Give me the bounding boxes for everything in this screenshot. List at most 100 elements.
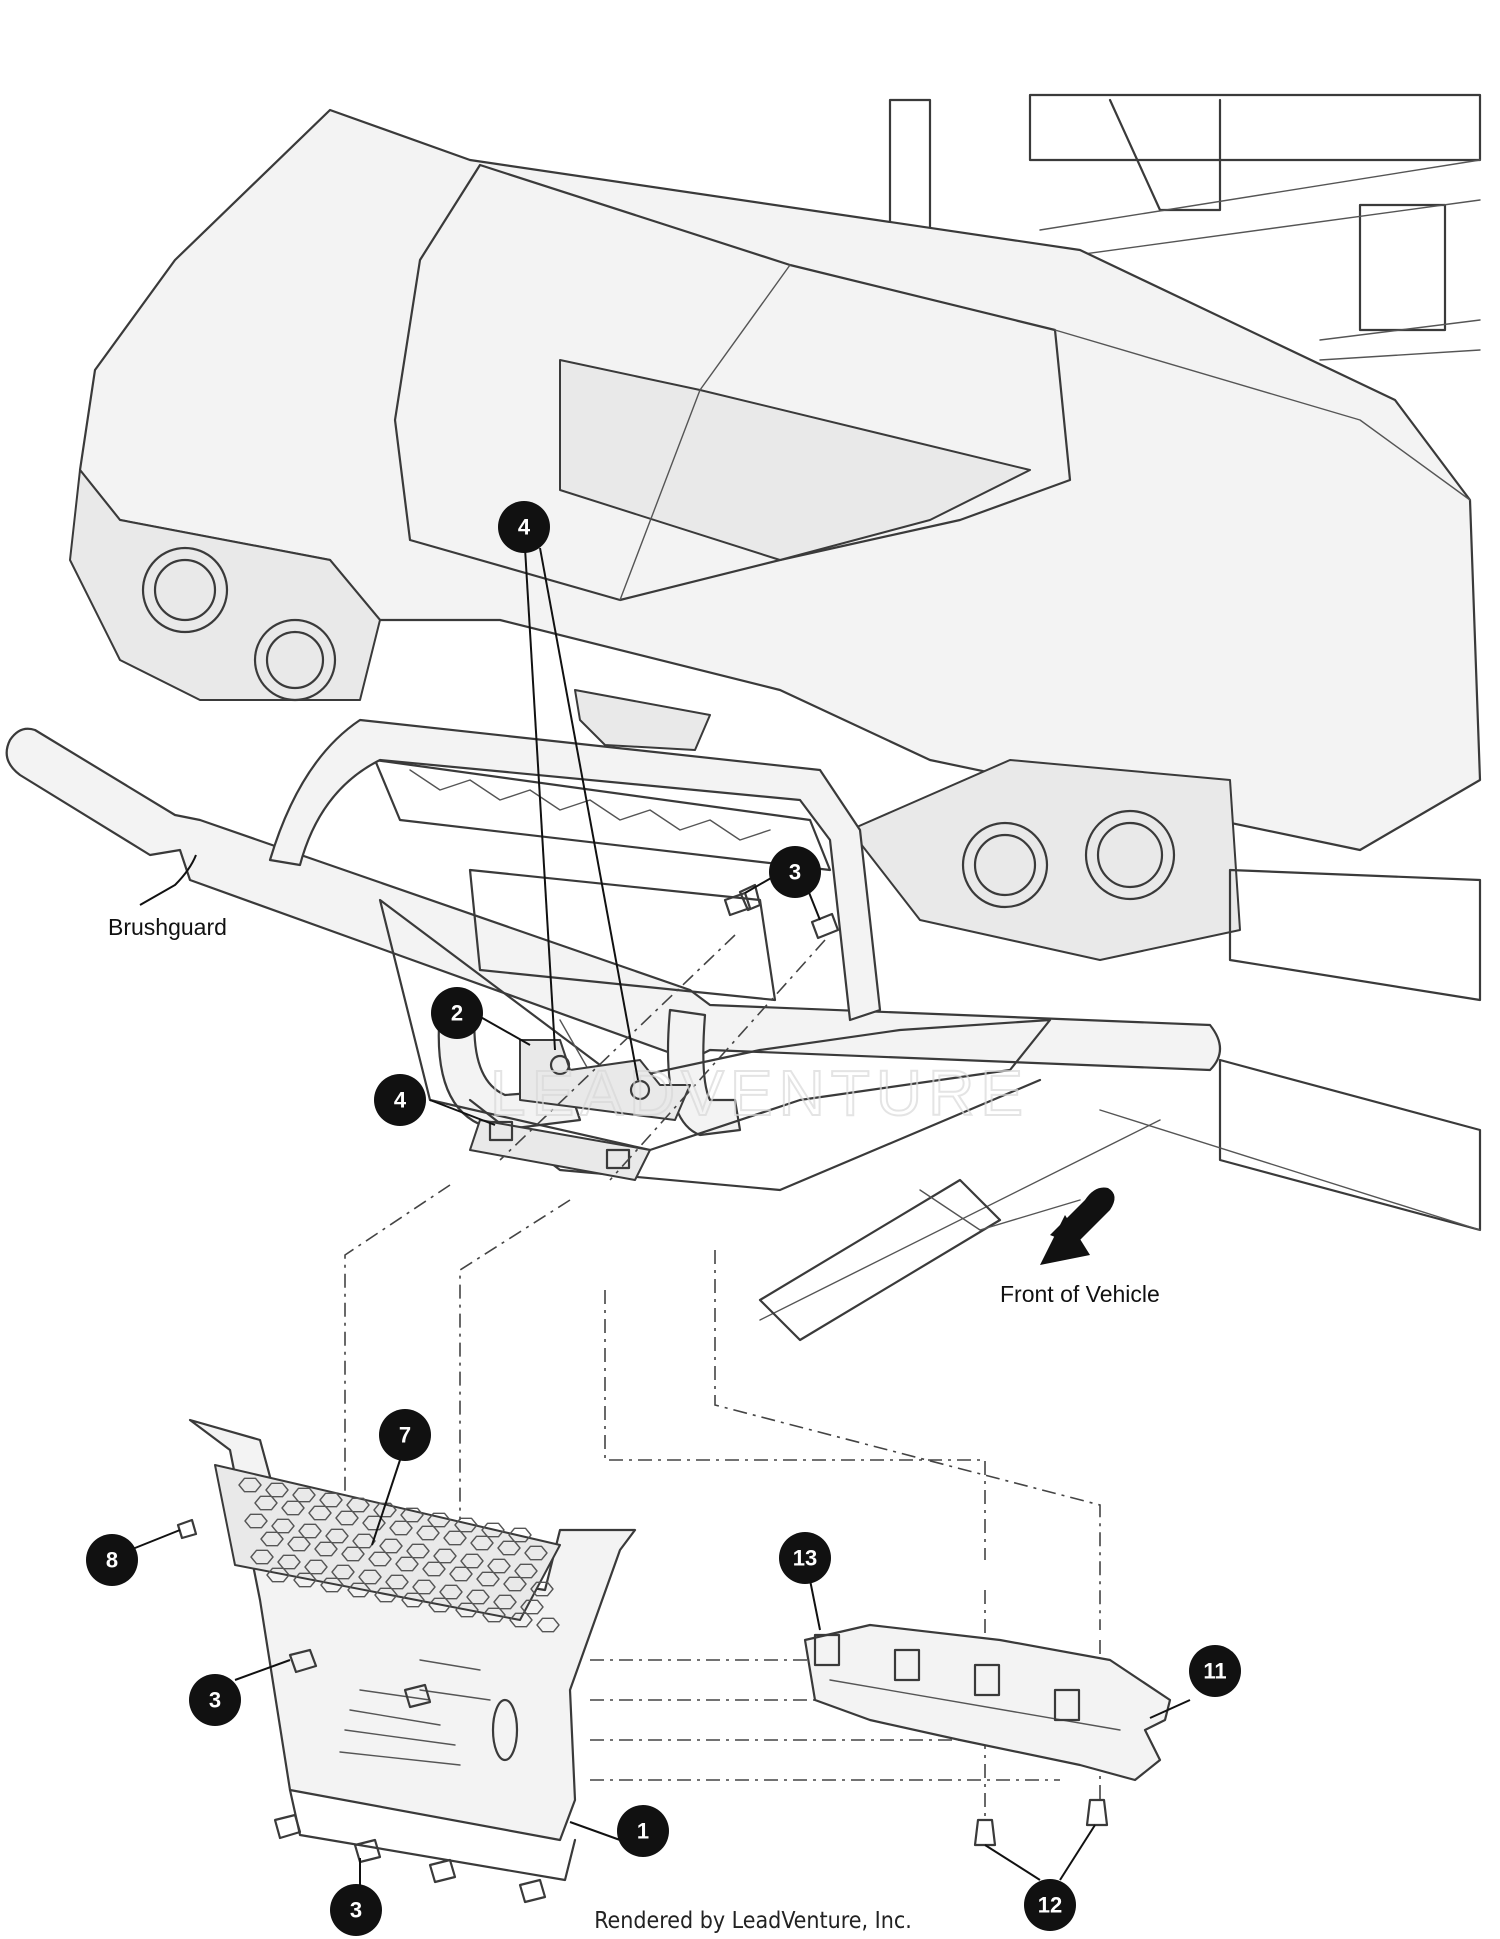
callout-7: 7 (379, 1409, 431, 1461)
grille-hex-cell (254, 1495, 278, 1511)
front-of-vehicle-label: Front of Vehicle (1000, 1281, 1160, 1307)
callout-2: 2 (431, 987, 483, 1039)
callout-4-mid: 4 (374, 1074, 426, 1126)
grille-hex-cell (260, 1531, 284, 1547)
callout-13-number: 13 (793, 1546, 817, 1571)
callout-7-number: 7 (399, 1423, 411, 1448)
grille-hex-cell (347, 1582, 371, 1598)
grille-hex-cell (514, 1563, 538, 1579)
grille-hex-cell (298, 1523, 322, 1539)
grille-hex-cell (395, 1556, 419, 1572)
grille-hex-cell (466, 1589, 490, 1605)
footer-credit: Rendered by LeadVenture, Inc. (594, 1908, 912, 1934)
grille-hex-cell (292, 1487, 316, 1503)
callout-13: 13 (779, 1532, 831, 1584)
callout-4-top: 4 (498, 501, 550, 553)
grille-hex-cell (319, 1492, 343, 1508)
grille-hex-cell (265, 1482, 289, 1498)
grille-hex-cell (325, 1528, 349, 1544)
callout-1: 1 (617, 1805, 669, 1857)
grille-hex-cell (481, 1522, 505, 1538)
grille-hex-cell (362, 1515, 386, 1531)
callout-8-number: 8 (106, 1548, 118, 1573)
grille-hex-cell (304, 1559, 328, 1575)
grille-hex-cell (320, 1577, 344, 1593)
brushguard-label: Brushguard (108, 914, 227, 940)
part-1-skid-plate (188, 1418, 637, 1882)
callout-2-number: 2 (451, 1001, 463, 1026)
grille-hex-cell (439, 1584, 463, 1600)
grille-hex-cell (524, 1545, 548, 1561)
grille-hex-cell (454, 1517, 478, 1533)
callout-1-number: 1 (637, 1819, 649, 1844)
grille-hex-cell (314, 1541, 338, 1557)
part-3-bolts-top (723, 883, 840, 940)
vehicle-body (69, 93, 1482, 1342)
leader-lines (129, 547, 1191, 1890)
grille-hex-cell (379, 1538, 403, 1554)
grille-hex-cell (433, 1548, 457, 1564)
grille-hex-cell (520, 1599, 544, 1615)
grille-hex-cell (427, 1512, 451, 1528)
grille-hex-cell (266, 1567, 290, 1583)
part-13-clips (813, 1633, 1081, 1722)
grille-hex-cell (331, 1564, 355, 1580)
assembly-lines (344, 934, 1101, 1820)
callout-3-left-number: 3 (209, 1688, 221, 1713)
grille-hex-cell (460, 1553, 484, 1569)
callout-3-left: 3 (189, 1674, 241, 1726)
watermark-text: LEADVENTURE (490, 1057, 1029, 1129)
grille-hex-cell (487, 1558, 511, 1574)
callout-3-top: 3 (769, 846, 821, 898)
grille-hex-cell (509, 1612, 533, 1628)
callout-8: 8 (86, 1534, 138, 1586)
callout-12: 12 (1024, 1879, 1076, 1931)
grille-hex-cell (536, 1617, 560, 1633)
grille-hex-cell (449, 1566, 473, 1582)
grille-hex-cell (406, 1543, 430, 1559)
grille-hex-cell (352, 1533, 376, 1549)
grille-hex-cell (503, 1576, 527, 1592)
callout-12-number: 12 (1038, 1893, 1062, 1918)
grille-hex-cell (374, 1587, 398, 1603)
callout-3-bottom-number: 3 (350, 1898, 362, 1923)
part-3-bolts-lower (273, 1648, 547, 1904)
grille-hex-cell (508, 1527, 532, 1543)
grille-hex-cell (470, 1535, 494, 1551)
grille-hex-cell (281, 1500, 305, 1516)
callout-4-top-number: 4 (518, 515, 531, 540)
callout-3-bottom: 3 (330, 1884, 382, 1936)
grille-hex-cell (497, 1540, 521, 1556)
grille-hex-cell (358, 1569, 382, 1585)
grille-hex-cell (271, 1518, 295, 1534)
part-8-screw (176, 1518, 198, 1540)
grille-hex-cell (308, 1505, 332, 1521)
grille-hex-cell (250, 1549, 274, 1565)
grille-hex-cell (530, 1581, 554, 1597)
grille-hex-cell (476, 1571, 500, 1587)
grille-hex-cell (244, 1513, 268, 1529)
grille-hex-cell (428, 1597, 452, 1613)
grille-hex-cell (335, 1510, 359, 1526)
grille-hex-cell (373, 1502, 397, 1518)
grille-hex-cell (416, 1525, 440, 1541)
grille-hex-cell (412, 1579, 436, 1595)
grille-hex-cell (341, 1546, 365, 1562)
part-7-grille (214, 1464, 561, 1633)
grille-hex-cell (293, 1572, 317, 1588)
front-direction-arrow (1040, 1187, 1115, 1265)
grille-hex-cell (482, 1607, 506, 1623)
grille-hex-cell (346, 1497, 370, 1513)
part-11-bracket (803, 1623, 1172, 1782)
callout-4-mid-number: 4 (394, 1088, 407, 1113)
grille-hex-cell (401, 1592, 425, 1608)
grille-hex-cell (287, 1536, 311, 1552)
grille-hex-cell (277, 1554, 301, 1570)
grille-hex-cell (422, 1561, 446, 1577)
callout-11-number: 11 (1203, 1659, 1226, 1684)
grille-hex-cell (389, 1520, 413, 1536)
grille-hex-cell (385, 1574, 409, 1590)
callout-3-top-number: 3 (789, 860, 801, 885)
part-4-clips (469, 1119, 651, 1181)
